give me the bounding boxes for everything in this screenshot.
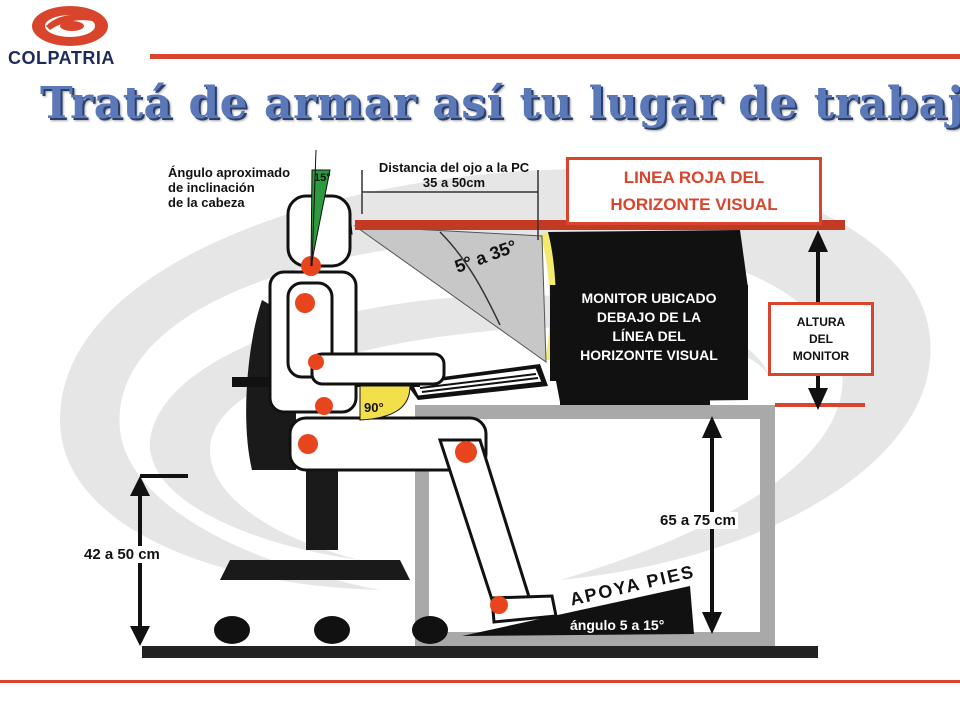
view-angle-arc [439, 231, 501, 326]
head-angle-line2: de inclinación [168, 180, 255, 195]
head-angle-label: Ángulo aproximado de inclinación de la c… [168, 165, 290, 210]
footer-rule [0, 680, 960, 683]
horizon-line [355, 220, 845, 230]
head-angle-line1: Ángulo aproximado [168, 165, 291, 180]
monitor-box-line3: LÍNEA DEL [612, 328, 686, 344]
view-cone [353, 225, 547, 363]
seat-height-label: 42 a 50 cm [82, 546, 162, 563]
monitor-box-line1: MONITOR UBICADO [581, 290, 717, 306]
monitor-height-line1: ALTURA [796, 315, 846, 329]
eye-distance-line1: Distancia del ojo a la PC [378, 160, 530, 175]
header-rule [150, 54, 960, 59]
seated-figure [268, 194, 558, 624]
colpatria-logo-icon [32, 6, 108, 46]
eye-distance-line2: 35 a 50cm [422, 175, 486, 190]
eye-distance-label: Distancia del ojo a la PC 35 a 50cm [368, 160, 540, 190]
monitor-position-box: MONITOR UBICADO DEBAJO DE LA LÍNEA DEL H… [550, 285, 748, 381]
monitor-box-line4: HORIZONTE VISUAL [580, 347, 718, 363]
footrest [462, 586, 694, 636]
elbow-angle-label: 90° [364, 400, 384, 415]
head-angle-line3: de la cabeza [168, 195, 245, 210]
desk-height-label: 65 a 75 cm [658, 512, 738, 529]
monitor-height-box: ALTURA DEL MONITOR [768, 302, 874, 376]
horizon-line-box: LINEA ROJA DEL HORIZONTE VISUAL [566, 157, 822, 225]
brand-name: COLPATRIA [8, 48, 115, 68]
head-angle-wedge [310, 169, 331, 267]
monitor-height-line2: DEL [809, 332, 833, 346]
head-angle-value: 15° [314, 172, 331, 184]
footrest-angle-label: ángulo 5 a 15° [570, 617, 665, 633]
page-title: Tratá de armar así tu lugar de trabajo [40, 78, 960, 129]
elbow-angle-wedge [359, 385, 411, 421]
floor [142, 646, 818, 658]
monitor-height-line3: MONITOR [792, 349, 850, 363]
monitor-box-line2: DEBAJO DE LA [596, 309, 702, 325]
keyboard [405, 364, 548, 400]
horizon-box-line1: LINEA ROJA DEL [623, 168, 765, 187]
horizon-box-line2: HORIZONTE VISUAL [610, 195, 778, 214]
